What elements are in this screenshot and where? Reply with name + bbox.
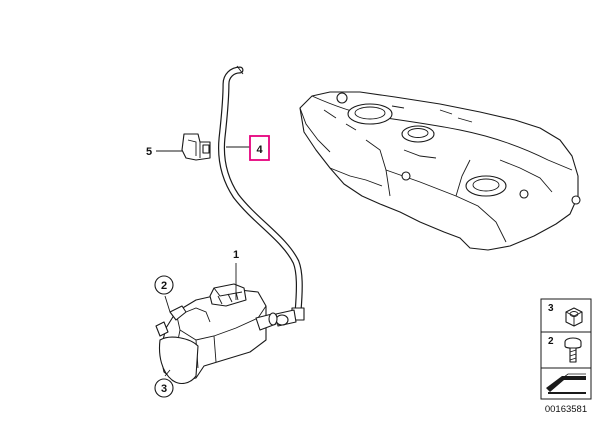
fastener-legend: 3 2 00163581 [540,298,592,415]
carbon-canister [155,283,278,385]
vent-hose [218,65,305,327]
callout-5: 5 [146,146,152,158]
leader-lines [156,146,252,377]
fuel-tank [299,91,581,251]
legend-item-3-label: 3 [548,303,554,314]
legend-item-2-label: 2 [548,336,554,347]
hose-clip [181,133,211,161]
callout-4-label: 4 [256,144,263,156]
callout-5-label: 5 [146,146,152,158]
callout-4-highlighted: 4 [249,135,270,161]
callout-2-label: 2 [161,280,167,292]
nut-icon [565,307,583,327]
bolt-icon [564,337,582,363]
callout-1-label: 1 [233,249,239,261]
callout-2: 2 [154,275,174,295]
washer-icon [546,373,586,394]
image-id: 00163581 [545,404,587,415]
callout-1: 1 [233,249,239,261]
callout-3-label: 3 [161,383,167,395]
callout-3: 3 [154,378,174,398]
callout-4-highlight-box [249,135,270,161]
